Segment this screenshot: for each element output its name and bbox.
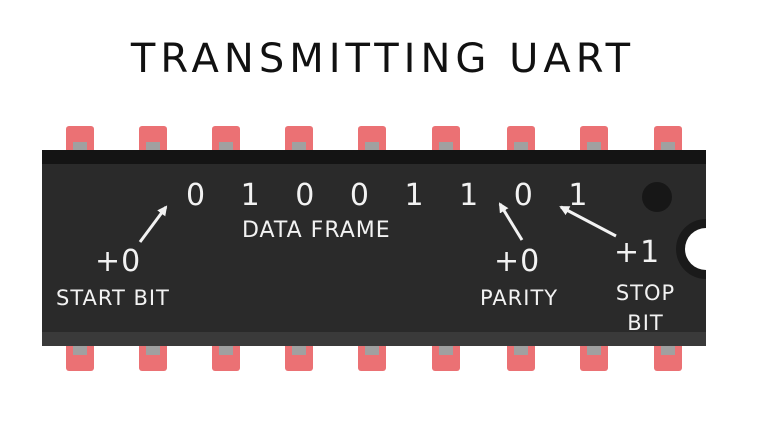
parity-value: +0 <box>494 244 541 279</box>
parity-label: PARITY <box>480 286 559 310</box>
pin-one-dot <box>642 182 672 212</box>
start-bit-value: +0 <box>95 244 142 279</box>
data-frame-label: DATA FRAME <box>242 218 391 243</box>
diagram-title: TRANSMITTING UART <box>130 36 636 82</box>
stop-bit-arrow <box>559 205 617 238</box>
stop-bit-label: STOP BIT <box>615 281 676 335</box>
start-bit-label: START BIT <box>56 286 170 310</box>
data-bits: 0 1 0 0 1 1 0 1 <box>186 178 601 213</box>
start-bit-arrow <box>138 205 168 243</box>
parity-arrow <box>498 202 524 241</box>
chip-notch <box>676 210 746 290</box>
chip-body <box>42 150 706 346</box>
stop-bit-value: +1 <box>614 235 661 270</box>
